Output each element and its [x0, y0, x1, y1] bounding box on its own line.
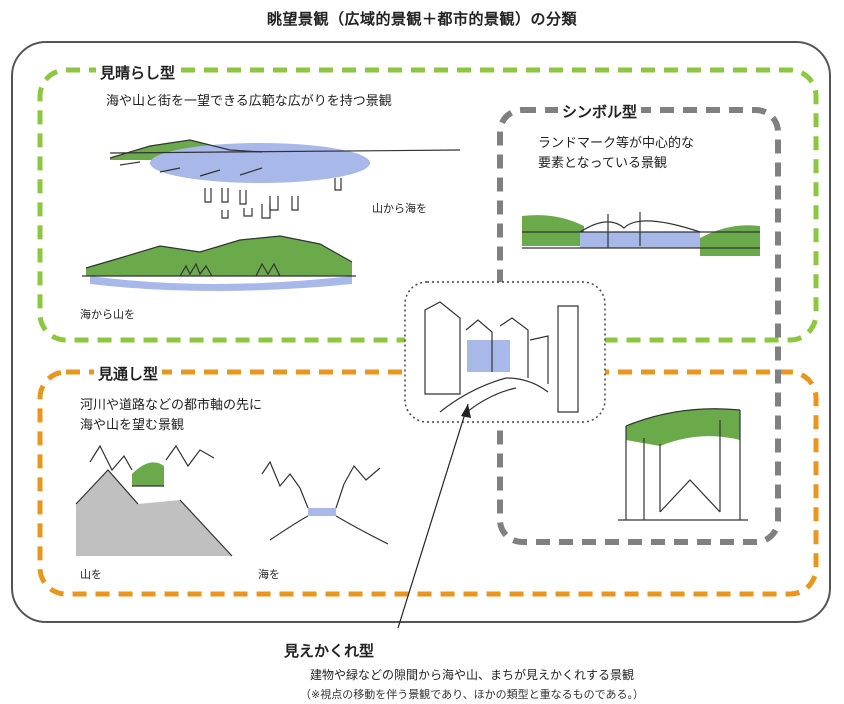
miekakure-description: 建物や緑などの隙間から海や山、まちが見えかくれする景観: [310, 668, 635, 682]
sketch-alley-green: [618, 408, 748, 521]
sketch-mountain-to-sea: [109, 139, 461, 219]
symbol-description-1: ランドマーク等が中心的な: [538, 136, 695, 151]
mitoshi-caption-2: 海を: [258, 568, 280, 581]
mihara-heading: 見晴らし型: [96, 62, 180, 83]
diagram-title: 眺望景観（広域的景観＋都市的景観）の分類: [266, 10, 577, 28]
mitoshi-caption-1: 山を: [80, 568, 102, 581]
sketch-street-to-mountain: [75, 444, 233, 557]
mitoshi-heading: 見通し型: [94, 363, 163, 384]
pointer-arrow-head: [461, 404, 471, 418]
sketch-landmark-bridge: [522, 212, 760, 256]
pointer-arrow-line: [397, 403, 469, 629]
outer-frame: [11, 41, 831, 623]
mihara-caption-2: 海から山を: [80, 308, 135, 321]
mitoshi-box: [37, 369, 819, 597]
sketch-glimpse-street: [424, 301, 579, 417]
miekakure-note: （※視点の移動を伴う景観であり、ほかの類型と重なるものである。）: [300, 688, 645, 701]
mitoshi-description-2: 海や山を望む景観: [80, 418, 185, 433]
miekakure-heading: 見えかくれ型: [284, 642, 375, 660]
mihara-description: 海や山と街を一望できる広範な広がりを持つ景観: [106, 94, 392, 109]
symbol-description-2: 要素となっている景観: [538, 156, 667, 171]
mitoshi-description-1: 河川や道路などの都市軸の先に: [80, 398, 263, 413]
sketch-sea-to-mountain: [82, 235, 356, 291]
sketch-street-to-sea: [261, 460, 389, 545]
mihara-caption-1: 山から海を: [372, 202, 427, 215]
symbol-heading: シンボル型: [558, 101, 642, 122]
